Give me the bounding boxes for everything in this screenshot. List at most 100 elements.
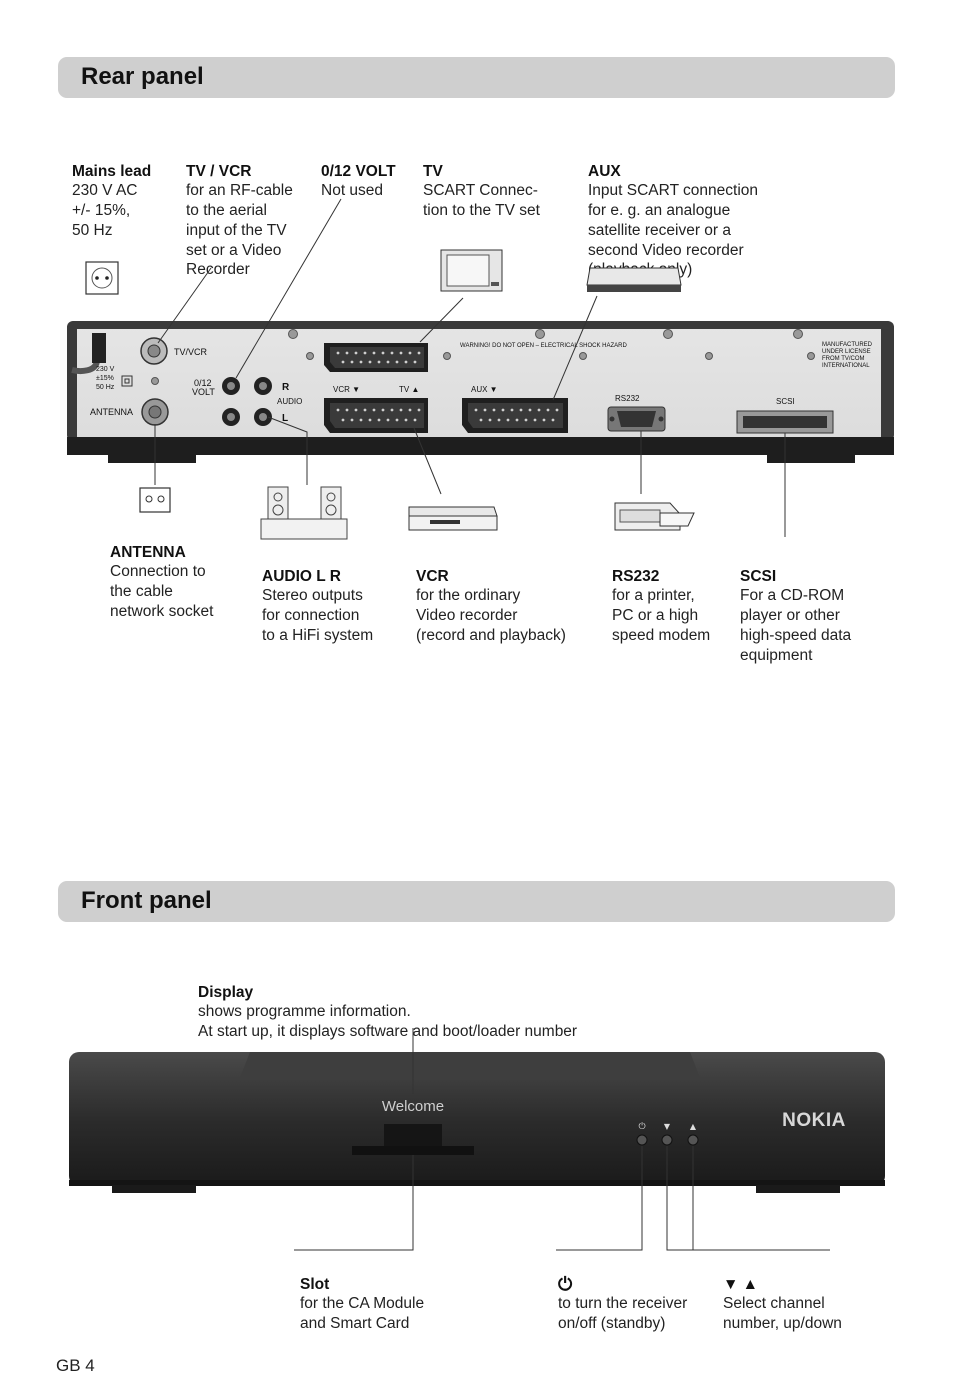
scart-pin <box>363 351 367 355</box>
scart-pin <box>381 408 385 412</box>
scart-pin <box>542 418 546 422</box>
rear-panel-title: Rear panel <box>81 63 204 90</box>
device-license-2: UNDER LICENSE <box>822 349 871 355</box>
receiver-rear-body <box>67 321 894 463</box>
front-power-icon: ⏻ <box>638 1121 645 1132</box>
scart-pin <box>368 360 372 364</box>
scart-pin <box>474 408 478 412</box>
scart-pin <box>386 418 390 422</box>
scart-pin <box>354 408 358 412</box>
power-label: ⏻to turn the receiver on/off (standby) <box>558 1273 688 1333</box>
scart-pin <box>546 408 550 412</box>
printer-icon <box>614 502 695 531</box>
scart-pin <box>390 408 394 412</box>
scart-pin <box>506 418 510 422</box>
scart-pin <box>363 408 367 412</box>
scart-pin <box>537 408 541 412</box>
scart-pin <box>417 351 421 355</box>
scart-pin <box>359 418 363 422</box>
scart-pin <box>413 418 417 422</box>
scart-pin <box>408 408 412 412</box>
scart-pin <box>350 418 354 422</box>
front-up-icon: ▲ <box>690 1122 697 1131</box>
device-50hz-text: 50 Hz <box>96 384 115 391</box>
device-tvvcr-text: TV/VCR <box>174 347 208 357</box>
scart-pin <box>354 351 358 355</box>
scart-pin <box>519 408 523 412</box>
page-number: GB 4 <box>56 1356 95 1375</box>
scart-pin <box>408 351 412 355</box>
scart-pin <box>368 418 372 422</box>
scart-pin <box>524 418 528 422</box>
device-tv-text: TV ▲ <box>399 385 419 394</box>
device-vcr-text: VCR ▼ <box>333 385 360 394</box>
mains-socket-icon <box>85 261 119 295</box>
device-15pct-text: ±15% <box>96 375 114 382</box>
device-warning-text: WARNING! DO NOT OPEN – ELECTRICAL SHOCK … <box>460 343 627 349</box>
vcr-icon <box>408 506 498 531</box>
scart-pin <box>413 360 417 364</box>
scart-pin <box>497 418 501 422</box>
scart-pin <box>501 408 505 412</box>
tv-set-icon <box>440 249 503 292</box>
scart-pin <box>377 360 381 364</box>
scart-pin <box>399 408 403 412</box>
device-aux-text: AUX ▼ <box>471 385 498 394</box>
display-welcome-text: Welcome <box>382 1098 444 1115</box>
scart-pin <box>555 408 559 412</box>
receiver-front-body <box>69 1052 885 1193</box>
channel-arrows-icon: ▼ ▲ <box>723 1275 758 1293</box>
front-down-icon: ▼ <box>664 1122 671 1131</box>
channel-label: ▼ ▲Select channel number, up/down <box>723 1275 842 1333</box>
scart-pin <box>404 360 408 364</box>
scart-pin <box>345 351 349 355</box>
scart-pin <box>350 360 354 364</box>
device-license-1: MANUFACTURED <box>822 342 873 348</box>
scart-pin <box>533 418 537 422</box>
scart-pin <box>479 418 483 422</box>
device-license-3: FROM TV/COM <box>822 356 865 362</box>
device-r-text: R <box>282 382 290 393</box>
nokia-logo: NOKIA <box>782 1110 846 1131</box>
scart-pin <box>345 408 349 412</box>
device-volt-text: 0/12 <box>194 378 212 388</box>
device-audio-text: AUDIO <box>277 397 302 406</box>
scart-pin <box>417 408 421 412</box>
scart-pin <box>377 418 381 422</box>
scart-pin <box>336 408 340 412</box>
rs232-connector <box>607 406 666 432</box>
scart-pin <box>528 408 532 412</box>
scart-pin <box>399 351 403 355</box>
device-license-4: INTERNATIONAL <box>822 363 870 369</box>
device-volt2-text: VOLT <box>192 387 215 397</box>
scart-pin <box>488 418 492 422</box>
scart-vcr-tv-connector <box>324 398 428 433</box>
scart-pin <box>359 360 363 364</box>
scart-pin <box>515 418 519 422</box>
scart-pin <box>386 360 390 364</box>
device-l-text: L <box>282 413 288 424</box>
scart-pin <box>341 360 345 364</box>
device-antenna-text: ANTENNA <box>90 407 133 417</box>
scart-pin <box>483 408 487 412</box>
scart-pin <box>372 351 376 355</box>
scart-pin <box>336 351 340 355</box>
scart-pin <box>395 418 399 422</box>
scart-pin <box>404 418 408 422</box>
power-icon: ⏻ <box>558 1273 573 1294</box>
hifi-system-icon <box>260 486 348 540</box>
scart-pin <box>390 351 394 355</box>
antenna-socket-icon <box>139 487 171 513</box>
scart-pin <box>341 418 345 422</box>
